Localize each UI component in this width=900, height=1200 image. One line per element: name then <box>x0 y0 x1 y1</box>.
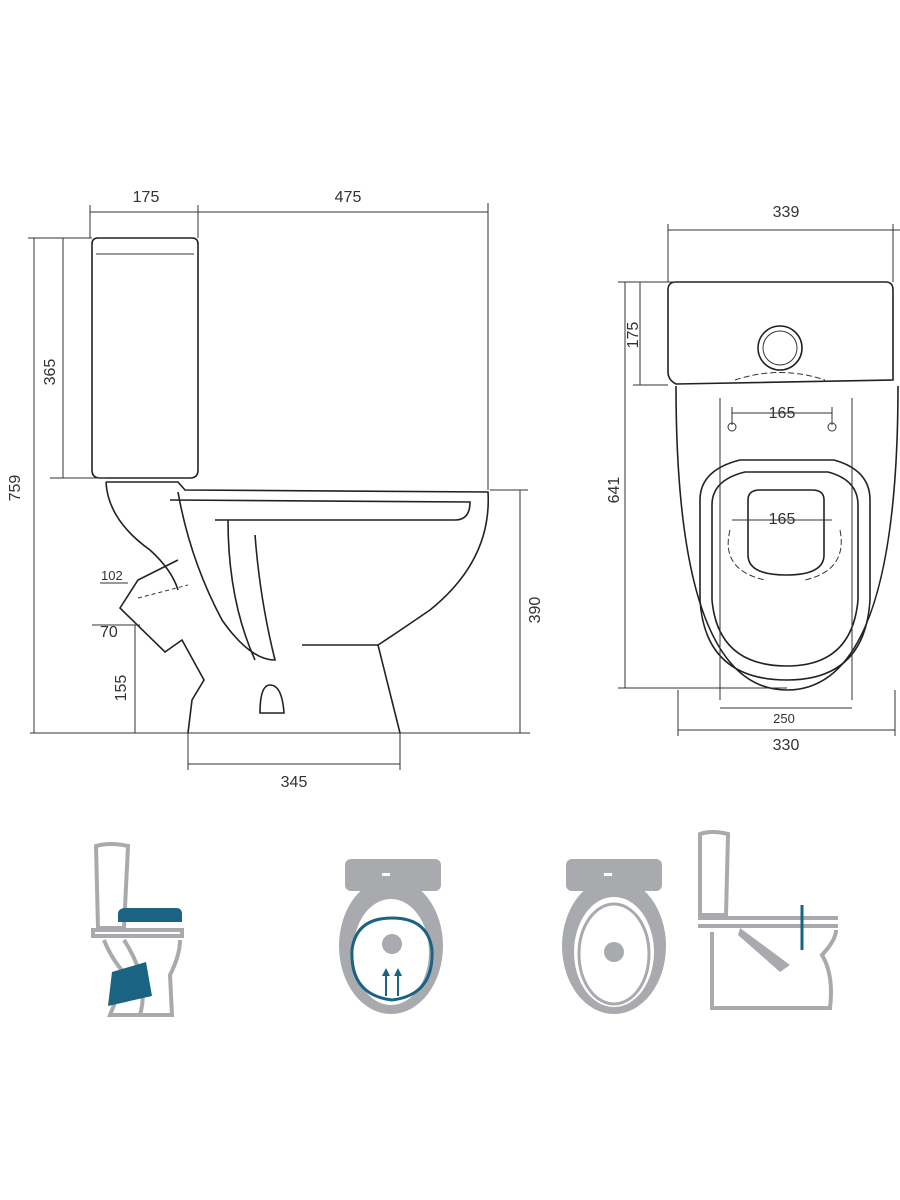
tank-top <box>667 281 894 385</box>
dim-bowl-height: 390 <box>527 597 544 624</box>
dim-seat-spacing: 165 <box>769 511 796 528</box>
bowl-side <box>105 481 490 734</box>
dim-outlet-height: 155 <box>113 675 130 702</box>
rimless-flush-icon <box>339 859 443 1014</box>
dim-tank-height: 365 <box>42 359 59 386</box>
dim-total-height: 759 <box>7 475 24 502</box>
side-outlet-icon <box>91 842 184 1017</box>
dim-total-length: 641 <box>606 477 623 504</box>
dim-base-width: 250 <box>773 711 795 726</box>
top-dimension-lines <box>618 224 900 736</box>
dim-hinge-spacing: 165 <box>769 405 796 422</box>
dim-tank-width: 339 <box>773 204 800 221</box>
rim-bowl-icon <box>562 859 666 1014</box>
vertical-flush-icon <box>698 830 838 1010</box>
dim-outlet-diameter: 102 <box>101 568 123 583</box>
top-view: 339 175 641 165 165 250 330 <box>606 204 900 754</box>
dim-outlet-pipe: 70 <box>100 624 118 641</box>
side-dimension-lines <box>28 203 530 770</box>
flush-button <box>757 325 803 371</box>
side-view: 175 475 759 365 390 102 70 155 345 <box>7 189 544 791</box>
tank-side <box>91 237 199 479</box>
dim-base-length: 345 <box>281 774 308 791</box>
bowl-top <box>675 385 899 691</box>
dim-bowl-width: 330 <box>773 737 800 754</box>
dim-bowl-length: 475 <box>335 189 362 206</box>
dim-tank-depth-top: 175 <box>625 322 642 349</box>
dim-tank-depth: 175 <box>133 189 160 206</box>
